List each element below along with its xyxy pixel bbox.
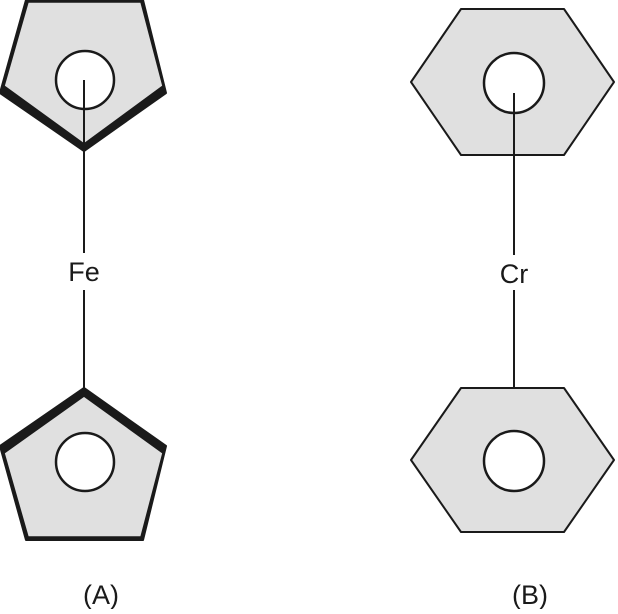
structure-label-b: (B) bbox=[512, 580, 548, 609]
structure-b: Cr (B) bbox=[410, 8, 615, 610]
bottom-benzene-ring-circle bbox=[482, 429, 546, 493]
structure-a: Fe (A) bbox=[0, 0, 167, 610]
bottom-cp-ring-circle bbox=[54, 431, 116, 493]
structure-label-a: (A) bbox=[83, 580, 119, 609]
metal-label-cr: Cr bbox=[500, 259, 529, 289]
metal-label-fe: Fe bbox=[68, 257, 100, 287]
